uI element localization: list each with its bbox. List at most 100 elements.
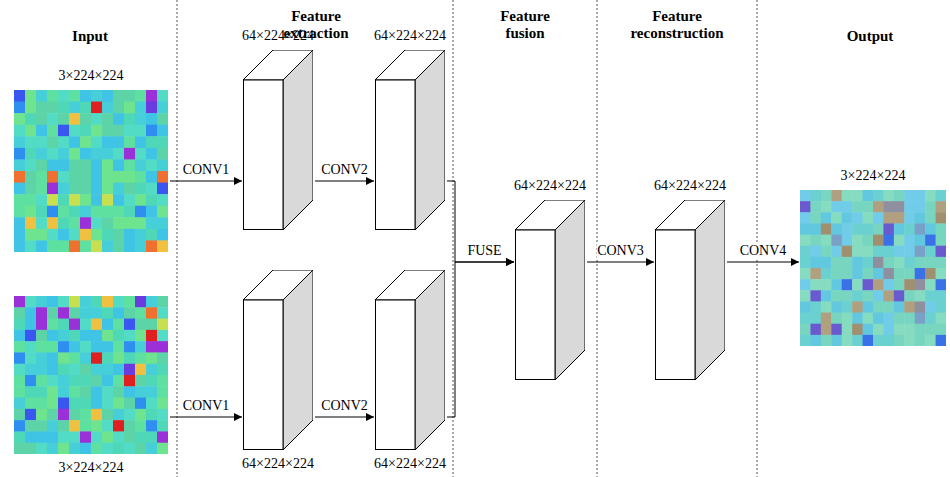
heatmap-cell <box>113 125 125 137</box>
heatmap-cell <box>842 190 853 202</box>
heatmap-cell <box>135 375 147 387</box>
heatmap-cell <box>91 206 103 218</box>
heatmap-cell <box>36 409 48 421</box>
heatmap-cell <box>47 183 59 195</box>
heatmap-cell <box>821 301 832 313</box>
heatmap-cell <box>102 364 114 376</box>
heatmap-cell <box>113 194 125 206</box>
heatmap-cell <box>25 171 37 183</box>
heatmap-cell <box>14 113 26 125</box>
heatmap-cell <box>14 431 26 443</box>
heatmap-cell <box>25 443 37 454</box>
heatmap-cell <box>863 246 874 258</box>
heatmap-cell <box>80 171 92 183</box>
heatmap-cell <box>894 190 905 202</box>
heatmap-cell <box>894 235 905 247</box>
heatmap-cell <box>135 229 147 241</box>
heatmap-cell <box>135 398 147 410</box>
heatmap-cell <box>47 125 59 137</box>
stage-heading: Output <box>810 28 930 45</box>
heatmap-cell <box>14 171 26 183</box>
heatmap-cell <box>80 229 92 241</box>
heatmap-cell <box>113 307 125 319</box>
heatmap-cell <box>904 246 915 258</box>
heatmap-cell <box>36 240 48 252</box>
heatmap-cell <box>936 190 946 202</box>
heatmap-cell <box>102 431 114 443</box>
feature-map-block: 64×224×224 <box>243 50 313 230</box>
heatmap-cell <box>842 235 853 247</box>
heatmap-cell <box>80 240 92 252</box>
heatmap-cell <box>80 420 92 432</box>
heatmap-cell <box>157 431 168 443</box>
heatmap-cell <box>69 409 81 421</box>
heatmap-cell <box>91 240 103 252</box>
heatmap-cell <box>36 194 48 206</box>
heatmap-cell <box>894 257 905 269</box>
heatmap-cell <box>821 279 832 291</box>
heatmap-cell <box>80 409 92 421</box>
operation-label: CONV2 <box>320 398 369 413</box>
heatmap-cell <box>102 240 114 252</box>
heatmap-cell <box>25 194 37 206</box>
heatmap-cell <box>925 235 936 247</box>
heatmap-cell <box>80 443 92 454</box>
heatmap-cell <box>91 319 103 331</box>
heatmap-cell <box>113 183 125 195</box>
heatmap-cell <box>810 201 821 213</box>
heatmap-cell <box>80 341 92 353</box>
heatmap-cell <box>863 235 874 247</box>
heatmap-cell <box>25 206 37 218</box>
heatmap-cell <box>135 319 147 331</box>
heatmap-cell <box>113 431 125 443</box>
heatmap-cell <box>36 307 48 319</box>
heatmap-cell <box>146 194 158 206</box>
heatmap-cell <box>69 125 81 137</box>
heatmap-cell <box>113 352 125 364</box>
heatmap-cell <box>810 279 821 291</box>
heatmap-cell <box>842 335 853 346</box>
heatmap-cell <box>894 201 905 213</box>
heatmap-cell <box>821 257 832 269</box>
heatmap-cell <box>135 352 147 364</box>
flow-arrow <box>170 181 242 182</box>
heatmap-cell <box>25 341 37 353</box>
heatmap-cell <box>124 409 136 421</box>
heatmap-cell <box>47 431 59 443</box>
block-front-face <box>244 80 284 230</box>
heatmap-cell <box>135 183 147 195</box>
heatmap-cell <box>47 171 59 183</box>
dimension-label: 3×224×224 <box>59 460 124 476</box>
heatmap-cell <box>69 148 81 160</box>
heatmap-cell <box>936 235 946 247</box>
heatmap-cell <box>810 212 821 224</box>
heatmap-cell <box>14 296 26 308</box>
heatmap-cell <box>135 364 147 376</box>
heatmap-cell <box>113 90 125 102</box>
heatmap-cell <box>135 194 147 206</box>
heatmap-cell <box>157 229 168 241</box>
heatmap-cell <box>69 443 81 454</box>
heatmap-cell <box>124 125 136 137</box>
heatmap-cell <box>863 212 874 224</box>
heatmap-cell <box>113 420 125 432</box>
heatmap-cell <box>852 223 863 235</box>
heatmap-cell <box>146 319 158 331</box>
heatmap-cell <box>915 235 926 247</box>
heatmap-cell <box>25 113 37 125</box>
heatmap-cell <box>904 279 915 291</box>
heatmap-cell <box>91 113 103 125</box>
heatmap-cell <box>800 290 811 302</box>
heatmap-cell <box>69 431 81 443</box>
heatmap-cell <box>831 279 842 291</box>
heatmap-cell <box>800 235 811 247</box>
heatmap-cell <box>91 183 103 195</box>
flow-arrow <box>587 262 654 263</box>
heatmap-cell <box>69 90 81 102</box>
heatmap-cell <box>852 212 863 224</box>
heatmap-cell <box>883 212 894 224</box>
heatmap-cell <box>852 246 863 258</box>
heatmap-cell <box>842 324 853 336</box>
operation-label: CONV4 <box>739 243 788 258</box>
heatmap-cell <box>69 113 81 125</box>
